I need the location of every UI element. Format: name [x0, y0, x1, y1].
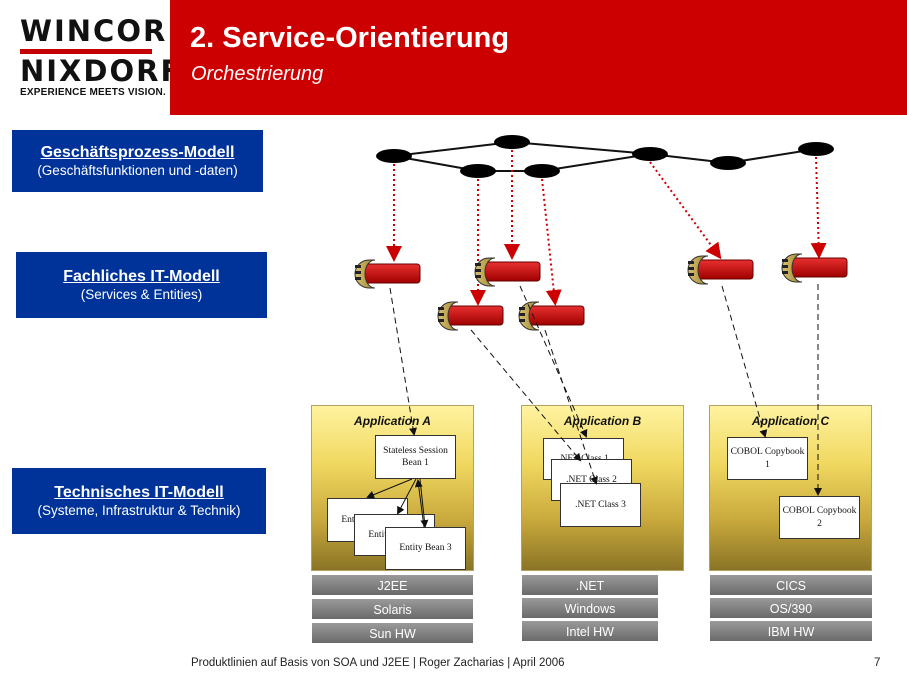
layer-subtitle: (Geschäftsfunktionen und -daten): [37, 163, 238, 178]
service-component: [354, 259, 421, 289]
implementation-link: [470, 329, 582, 462]
cobol-copybook-1: COBOL Copybook 1: [727, 437, 808, 480]
layer-title: Fachliches IT-Modell: [63, 268, 220, 285]
process-edge: [541, 153, 651, 172]
logo-line-2: NIXDORF: [20, 54, 183, 88]
entity-bean-3: Entity Bean 3: [385, 527, 466, 570]
net-class-3: .NET Class 3: [560, 483, 641, 527]
service-body: [528, 305, 585, 326]
process-node: [376, 149, 412, 163]
mapping-arrow: [541, 178, 562, 306]
tier-windows: Windows: [521, 597, 659, 619]
process-graph-edges: [393, 141, 817, 172]
application-title: Application B: [563, 414, 642, 428]
tier-os390: OS/390: [709, 597, 873, 619]
service-component: [437, 301, 504, 331]
layer-title: Geschäftsprozess-Modell: [40, 144, 235, 161]
logo-red-bar: [20, 49, 152, 54]
page-title: 2. Service-Orientierung: [190, 22, 510, 54]
tier-solaris: Solaris: [311, 598, 474, 620]
service-component: [687, 255, 754, 285]
tier-j2ee: J2EE: [311, 574, 474, 596]
application-c: Application C: [709, 405, 872, 571]
bean-relations: [366, 478, 429, 528]
tier-sun-hw: Sun HW: [311, 622, 474, 644]
service-to-implementation-links: [389, 284, 822, 496]
layer-business-process-model: Geschäftsprozess-Modell (Geschäftsfunkti…: [12, 130, 263, 192]
application-title: Application C: [751, 414, 830, 428]
mapping-arrow: [649, 161, 722, 260]
process-to-service-mappings: [386, 150, 827, 306]
mapping-arrow: [810, 156, 827, 259]
implementation-link: [721, 285, 768, 438]
stateless-session-bean-1: Stateless Session Bean 1: [375, 435, 456, 479]
service-component: [781, 253, 848, 283]
implementation-link: [519, 285, 588, 438]
bean-arrow: [397, 478, 417, 515]
process-edge: [511, 141, 651, 155]
header-band: [170, 0, 907, 115]
wincor-nixdorf-logo: WINCOR NIXDORF EXPERIENCE MEETS VISION.: [0, 0, 180, 115]
layer-subtitle: (Services & Entities): [80, 287, 203, 302]
service-body: [484, 261, 541, 282]
cobol-copybook-2: COBOL Copybook 2: [779, 496, 860, 539]
service-component: [518, 301, 585, 331]
process-node: [798, 142, 834, 156]
service-body: [791, 257, 848, 278]
service-body: [697, 259, 754, 280]
implementation-link: [544, 329, 598, 485]
tier-intel-hw: Intel HW: [521, 620, 659, 642]
logo-tagline: EXPERIENCE MEETS VISION.: [20, 87, 166, 98]
bean-arrow: [414, 479, 425, 528]
page-subtitle: Orchestrierung: [191, 63, 324, 85]
service-component: [474, 257, 541, 287]
tier-ibm-hw: IBM HW: [709, 620, 873, 642]
process-graph-nodes: [376, 135, 834, 178]
logo-line-1: WINCOR: [20, 14, 168, 48]
service-body: [364, 263, 421, 284]
footer-text: Produktlinien auf Basis von SOA und J2EE…: [191, 657, 565, 669]
layer-functional-it-model: Fachliches IT-Modell (Services & Entitie…: [16, 252, 267, 318]
tier-dotnet: .NET: [521, 574, 659, 596]
process-node: [460, 164, 496, 178]
process-edge: [393, 141, 513, 157]
service-body: [447, 305, 504, 326]
process-node: [524, 164, 560, 178]
implementation-link: [389, 287, 417, 436]
layer-technical-it-model: Technisches IT-Modell (Systeme, Infrastr…: [12, 468, 266, 534]
bean-arrow: [366, 478, 413, 499]
process-node: [494, 135, 530, 149]
process-node: [632, 147, 668, 161]
page-number: 7: [874, 657, 881, 669]
layer-subtitle: (Systeme, Infrastruktur & Technik): [37, 503, 241, 518]
tier-cics: CICS: [709, 574, 873, 596]
process-node: [710, 156, 746, 170]
layer-title: Technisches IT-Modell: [54, 484, 224, 501]
